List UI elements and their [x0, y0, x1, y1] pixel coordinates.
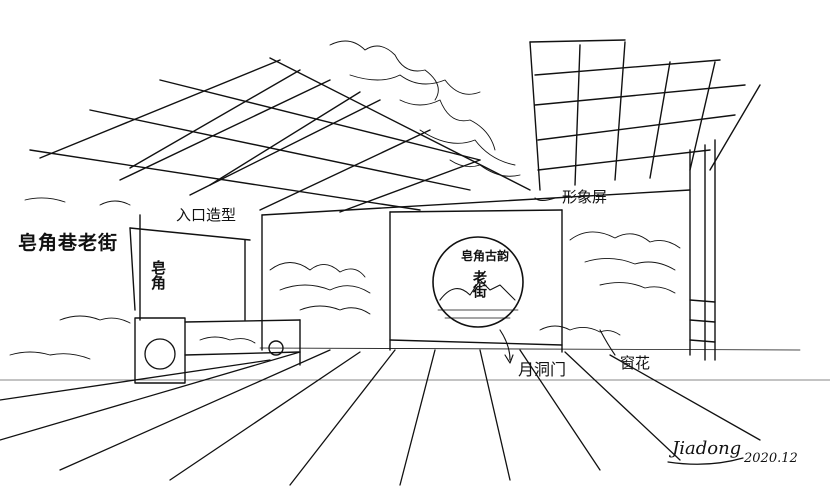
ceiling-left [29, 57, 531, 213]
cloud-motifs [269, 40, 681, 336]
left-wall-details [9, 197, 256, 360]
lattice-annotation: 窗花 [620, 354, 651, 372]
artist-signature: Jiadong [672, 438, 742, 459]
floor-lines [0, 347, 830, 486]
moon-gate-annotation: 月洞门 [518, 360, 567, 379]
circle-panel-title: 皂角古韵 [461, 249, 510, 263]
signature-date: 2020.12 [744, 451, 798, 466]
leader-arrows [499, 197, 616, 364]
circle-panel-subtitle: 老街 [471, 270, 487, 298]
wall-title-annotation: 皂角巷老街 [18, 232, 119, 254]
back-wall [261, 189, 691, 353]
signature-underline [667, 457, 744, 465]
ceiling-right [529, 39, 761, 191]
entrance-gate [129, 214, 301, 384]
right-column [689, 139, 716, 361]
moon-gate-circle [432, 236, 524, 328]
screen-annotation: 形象屏 [562, 188, 608, 206]
gate-sign-annotation: 皂角 [149, 260, 167, 290]
entrance-annotation: 入口造型 [176, 206, 237, 224]
